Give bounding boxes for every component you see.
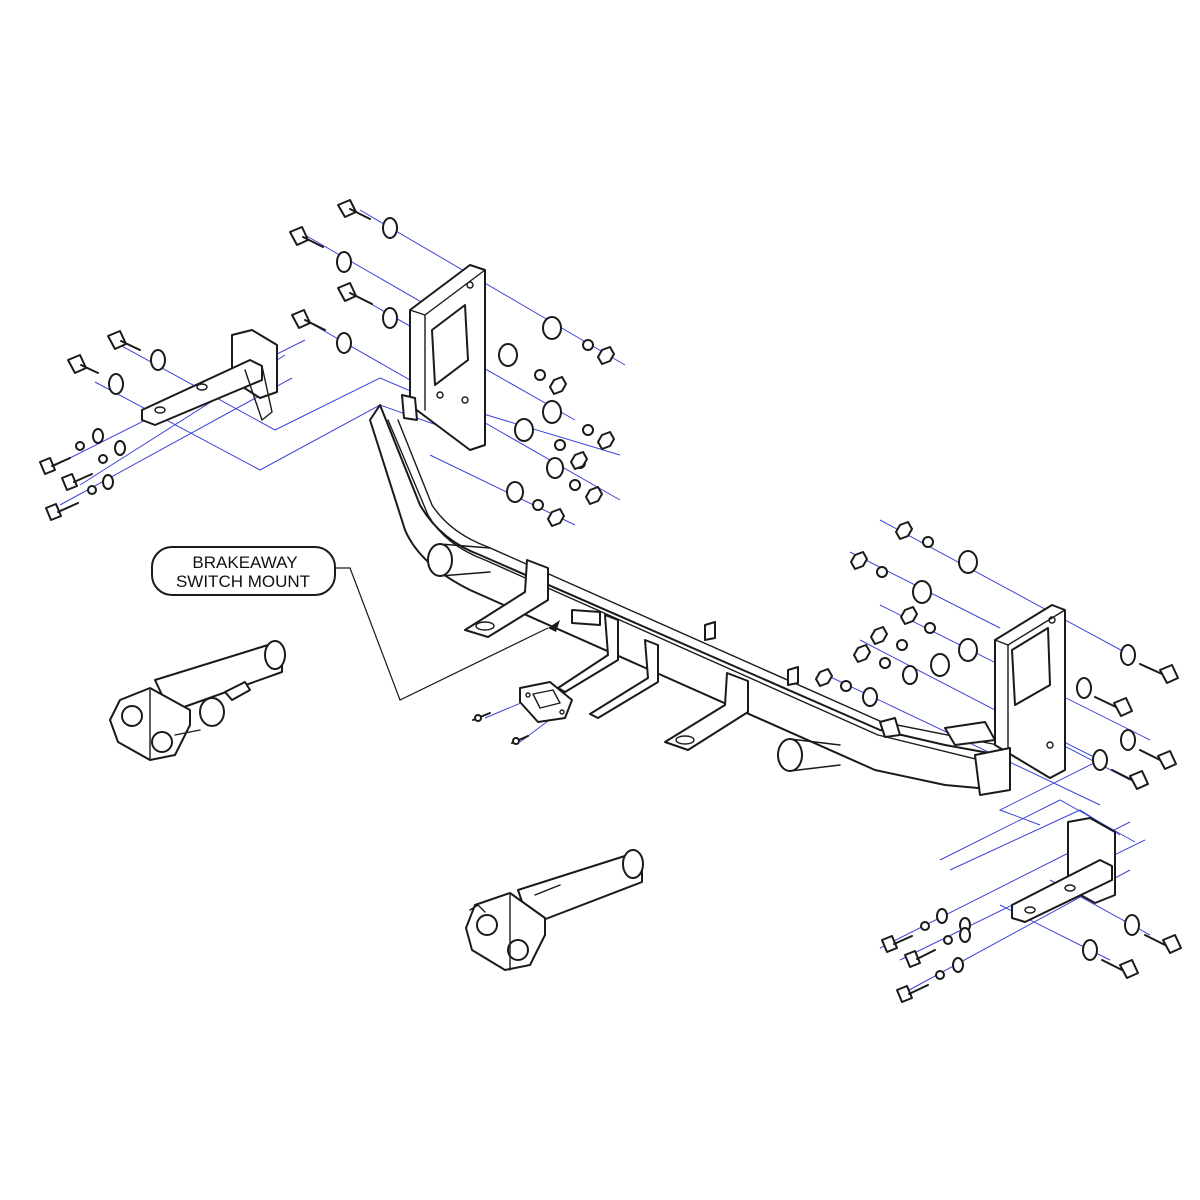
- left-mounting-plate: [401, 264, 486, 451]
- right-lower-bolts: [881, 908, 971, 1003]
- tow-bar-attachment-pin-lower: [465, 849, 644, 971]
- left-lower-bolts: [39, 428, 126, 521]
- right-bolts-washers: [1076, 644, 1182, 979]
- safety-chain-tube-right: [777, 738, 841, 772]
- screw-icon: [472, 712, 529, 745]
- small-crossbar-tabs: [571, 609, 901, 738]
- brakeaway-switch-mount-callout: BRAKEAWAY SWITCH MOUNT: [151, 546, 560, 701]
- right-upper-hardware: [815, 521, 978, 707]
- callout-line-2: SWITCH MOUNT: [176, 572, 310, 591]
- tow-bar-attachment-pin-upper: [109, 640, 286, 761]
- nut-icon: [532, 339, 615, 527]
- brakeaway-switch-mount-bracket: [519, 614, 659, 723]
- callout-line-1: BRAKEAWAY: [192, 553, 297, 572]
- left-side-bracket: [141, 329, 278, 426]
- washer-icon: [108, 217, 398, 395]
- safety-chain-tube-left: [427, 543, 491, 577]
- tow-tab-right: [664, 672, 749, 751]
- bolt-icon: [67, 199, 373, 374]
- tow-tab-left: [464, 559, 549, 638]
- right-side-bracket: [1011, 817, 1116, 923]
- right-mounting-plate: [944, 604, 1066, 796]
- spacer-icon: [498, 316, 564, 503]
